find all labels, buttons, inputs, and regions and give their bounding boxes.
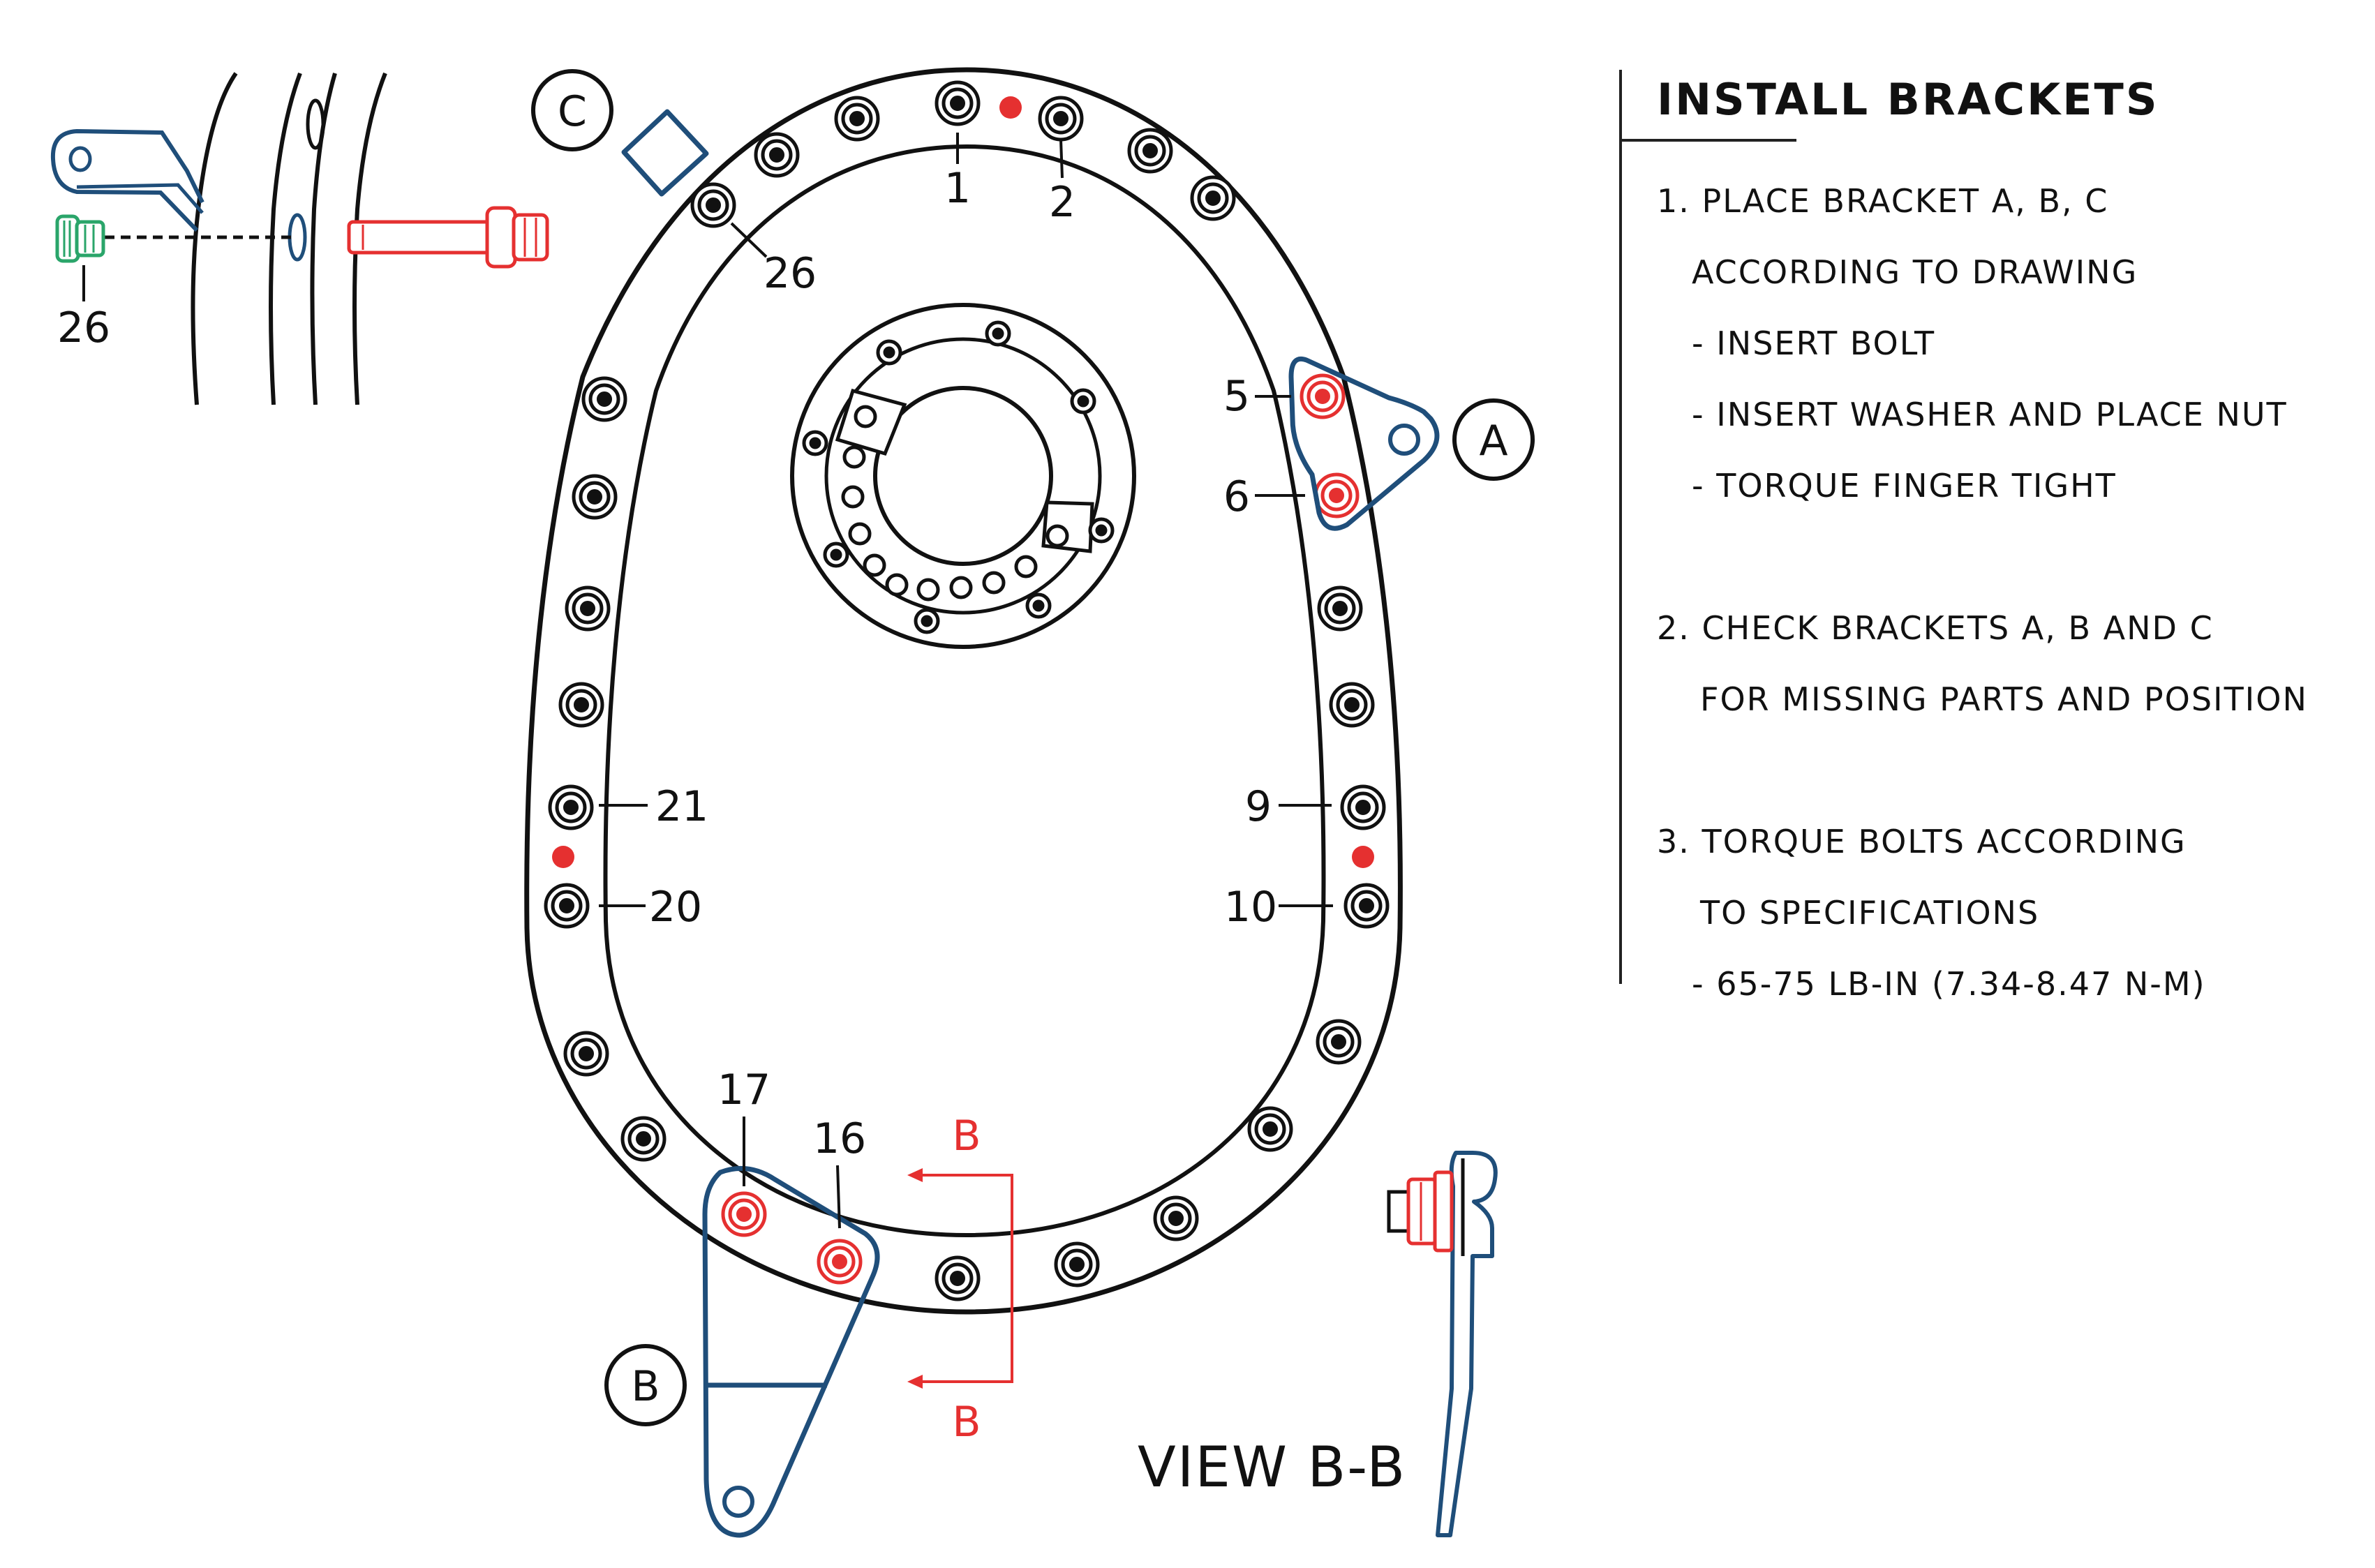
highlighted-bolt-3 [721, 1191, 767, 1237]
section-label-bottom: B [952, 1398, 981, 1447]
ring-bolt-9 [572, 474, 618, 520]
bolt-label-26: 26 [764, 249, 817, 298]
instructions-panel: INSTALL BRACKETS 1. PLACE BRACKET A, B, … [1619, 70, 2359, 1003]
callout-c: C [531, 69, 613, 151]
flange-hole [288, 213, 307, 262]
ring-bolt-21 [1317, 585, 1363, 632]
bolt-label-2: 2 [1049, 178, 1075, 227]
ring-bolt-13 [544, 883, 590, 929]
ring-bolt-4 [1190, 175, 1236, 221]
ring-bolt-16 [935, 1255, 981, 1301]
section-marker: B B [907, 1112, 1013, 1447]
bolt-label-1: 1 [944, 164, 971, 213]
ring-bolt-10 [565, 585, 611, 632]
detail-label-26: 26 [57, 304, 110, 352]
alignment-dot-right [1352, 846, 1374, 868]
ring-inner [603, 144, 1326, 1238]
ring-bolts [544, 80, 1390, 1301]
bracket-c [621, 109, 709, 197]
svg-text:B: B [631, 1362, 660, 1411]
bracket-b [702, 1165, 880, 1538]
bolt-label-6: 6 [1223, 472, 1250, 521]
flange-edge-2 [269, 72, 302, 405]
ring-bolt-12 [548, 784, 594, 830]
ring-bolt-2 [1038, 96, 1084, 142]
step-2-line-2: FOR MISSING PARTS AND POSITION [1700, 680, 2308, 718]
bracket-a [1288, 357, 1440, 531]
ring-bolt-6 [754, 132, 800, 178]
bolt-detail-view: 26 [50, 72, 549, 405]
ring-bolt-19 [1247, 1106, 1293, 1152]
bolt-label-20: 20 [649, 883, 702, 932]
flange-slot [306, 98, 325, 150]
bolt-number-labels [599, 133, 1333, 1229]
bolt-label-21: 21 [655, 782, 708, 831]
step-1: 1. PLACE BRACKET A, B, C [1657, 182, 2109, 220]
ring-bolt-14 [563, 1031, 609, 1077]
step-1-sub-3: - TORQUE FINGER TIGHT [1692, 467, 2117, 505]
view-b-b-label: VIEW B-B [1138, 1435, 1406, 1500]
ring-bolt-3 [1127, 128, 1173, 174]
highlighted-bolt-1 [1300, 373, 1346, 419]
bolt-icon [347, 206, 549, 269]
ring-bolt-15 [620, 1116, 667, 1162]
ring-bolt-23 [1340, 784, 1386, 830]
ring-bolt-24 [1343, 883, 1390, 929]
ring-bolt-1 [935, 80, 981, 126]
flange-edge-3 [310, 73, 337, 405]
ring-bolt-8 [581, 376, 627, 422]
ring-bolt-18 [1153, 1195, 1199, 1241]
bolt-label-16: 16 [813, 1114, 866, 1163]
highlighted-bolts [721, 373, 1360, 1285]
alignment-dot-top [999, 96, 1022, 119]
step-1-line-2: ACCORDING TO DRAWING [1692, 253, 2138, 291]
bracket-a-hole [1388, 424, 1420, 456]
ring-bolt-5 [834, 96, 880, 142]
instructions-title: INSTALL BRACKETS [1657, 74, 2159, 125]
bolt-label-5: 5 [1223, 372, 1250, 421]
detail-bracket-hole [68, 146, 92, 172]
bolt-label-17: 17 [717, 1066, 770, 1114]
title-underline [1622, 139, 1796, 142]
nut-washer-icon [55, 214, 105, 263]
callout-b: B [604, 1344, 687, 1426]
step-3-line-2: TO SPECIFICATIONS [1700, 894, 2040, 932]
step-1-sub-1: - INSERT BOLT [1692, 324, 1936, 362]
detail-bracket [50, 128, 204, 232]
bolt-label-10: 10 [1224, 883, 1277, 932]
ring-bolt-11 [558, 682, 604, 728]
ring-bolt-17 [1054, 1241, 1100, 1287]
bolt-label-9: 9 [1245, 782, 1272, 831]
bracket-b-hole [722, 1486, 754, 1518]
alignment-dot-left [552, 846, 574, 868]
step-2: 2. CHECK BRACKETS A, B AND C [1657, 609, 2214, 647]
ring-bolt-7 [690, 182, 736, 228]
flange-edge-1 [191, 72, 238, 405]
svg-text:C: C [558, 87, 587, 136]
flange-edge-4 [352, 72, 387, 405]
step-3-sub-1: - 65-75 LB-IN (7.34-8.47 N-M) [1692, 965, 2206, 1003]
ring-bolt-20 [1316, 1019, 1362, 1065]
callout-a: A [1452, 398, 1535, 481]
step-3: 3. TORQUE BOLTS ACCORDING [1657, 823, 2187, 860]
center-hub [790, 303, 1136, 649]
view-b-b-detail: VIEW B-B [1138, 1151, 1498, 1537]
highlighted-bolt-2 [1313, 472, 1360, 518]
alignment-markers [552, 96, 1374, 868]
step-1-sub-2: - INSERT WASHER AND PLACE NUT [1692, 396, 2288, 433]
highlighted-bolt-4 [817, 1239, 863, 1285]
ring-bolt-22 [1329, 682, 1375, 728]
section-label-top: B [952, 1112, 981, 1160]
svg-text:A: A [1479, 417, 1507, 465]
